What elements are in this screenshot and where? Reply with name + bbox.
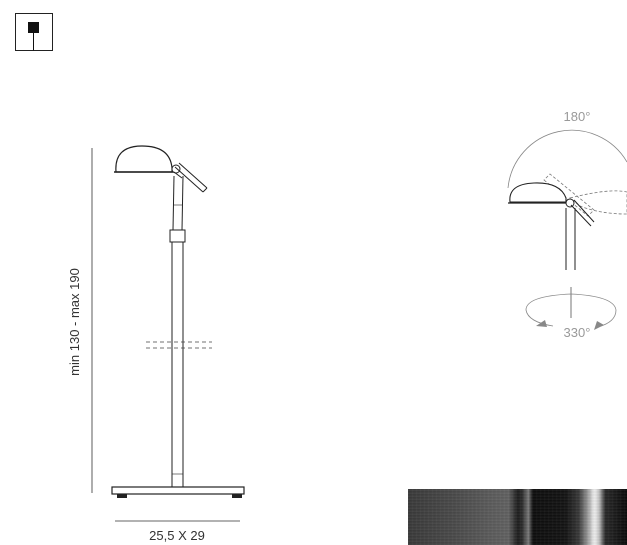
finish-sample-swatch bbox=[408, 489, 627, 545]
tilt-rotation-diagram: 180° bbox=[507, 109, 627, 270]
swivel-angle-label: 330° bbox=[564, 325, 591, 340]
lamp-base bbox=[111, 486, 245, 498]
height-dimension-label: min 130 - max 190 bbox=[67, 268, 82, 376]
lamp-joint bbox=[171, 162, 208, 193]
lamp-lower-stem bbox=[171, 462, 184, 487]
tilt-angle-label: 180° bbox=[564, 109, 591, 124]
swivel-rotation-diagram: 330° bbox=[525, 287, 617, 340]
lamp-main-pole bbox=[171, 242, 184, 462]
lamp-upper-stem bbox=[169, 175, 186, 243]
floor-lamp-type-icon bbox=[15, 13, 53, 51]
lamp-shade bbox=[114, 145, 174, 173]
height-adjustment-marker bbox=[146, 341, 212, 349]
base-dimension-label: 25,5 X 29 bbox=[149, 528, 205, 543]
